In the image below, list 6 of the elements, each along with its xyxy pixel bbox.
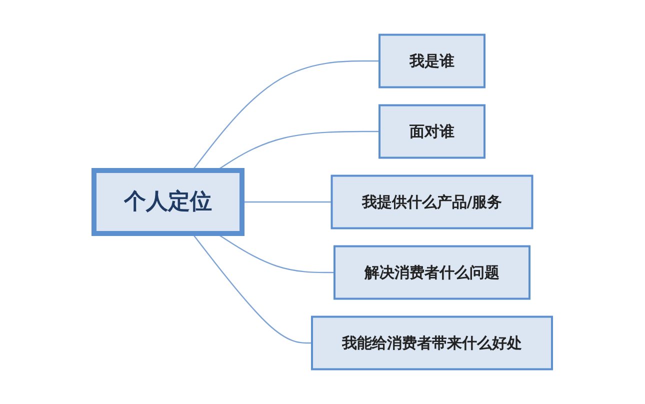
node-box: 解决消费者什么问题 [333, 245, 530, 300]
node-box: 我是谁 [378, 34, 485, 88]
connector [191, 60, 379, 171]
node-box: 面对谁 [378, 104, 485, 159]
node-box: 我能给消费者带来什么好处 [310, 316, 552, 370]
node-box: 我提供什么产品/服务 [330, 174, 533, 230]
